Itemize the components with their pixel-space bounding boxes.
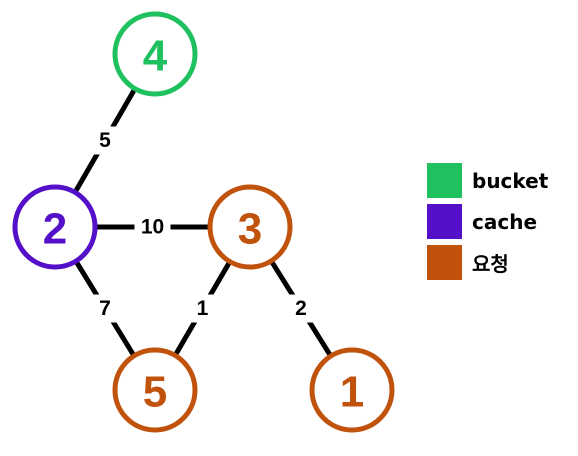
edge-weight-label: 5 bbox=[99, 129, 111, 152]
legend-swatch-cache bbox=[427, 204, 462, 239]
node-3: 3 bbox=[207, 184, 293, 270]
edge-weight-bg bbox=[134, 213, 171, 241]
legend-swatch-request bbox=[427, 245, 462, 280]
edge-weight-label: 10 bbox=[141, 216, 164, 239]
node-circle bbox=[309, 347, 395, 433]
legend-label-request: 요청 bbox=[472, 252, 509, 276]
edge-weight-bg bbox=[190, 294, 215, 323]
node-5: 5 bbox=[112, 347, 198, 433]
edge-weight-bg bbox=[289, 294, 313, 323]
edges-layer: 5 10 7 1 2 bbox=[52, 52, 355, 392]
legend-item-cache: cache bbox=[427, 203, 548, 240]
node-label: 1 bbox=[340, 368, 364, 417]
legend-label-cache: cache bbox=[472, 209, 538, 234]
node-1: 1 bbox=[309, 347, 395, 433]
node-circle bbox=[12, 184, 98, 270]
edge-weight-bg bbox=[93, 126, 117, 155]
legend-item-bucket: bucket bbox=[427, 162, 548, 199]
node-circle bbox=[112, 347, 198, 433]
edge-weight-label: 7 bbox=[99, 297, 111, 320]
edge-weight-label: 1 bbox=[197, 297, 209, 320]
node-circle bbox=[112, 11, 198, 97]
legend-swatch-bucket bbox=[427, 163, 462, 198]
node-label: 2 bbox=[43, 205, 67, 254]
nodes-layer: 4 2 3 5 1 bbox=[12, 11, 395, 433]
legend-item-request: 요청 bbox=[427, 244, 548, 281]
legend-label-bucket: bucket bbox=[472, 168, 549, 193]
node-label: 5 bbox=[143, 368, 167, 417]
node-label: 3 bbox=[238, 205, 262, 254]
node-label: 4 bbox=[143, 32, 168, 81]
edge-weight-bg bbox=[93, 294, 117, 323]
node-4: 4 bbox=[112, 11, 198, 97]
edge-weight-label: 2 bbox=[295, 297, 307, 320]
legend: bucket cache 요청 bbox=[427, 162, 548, 285]
node-circle bbox=[207, 184, 293, 270]
node-2: 2 bbox=[12, 184, 98, 270]
